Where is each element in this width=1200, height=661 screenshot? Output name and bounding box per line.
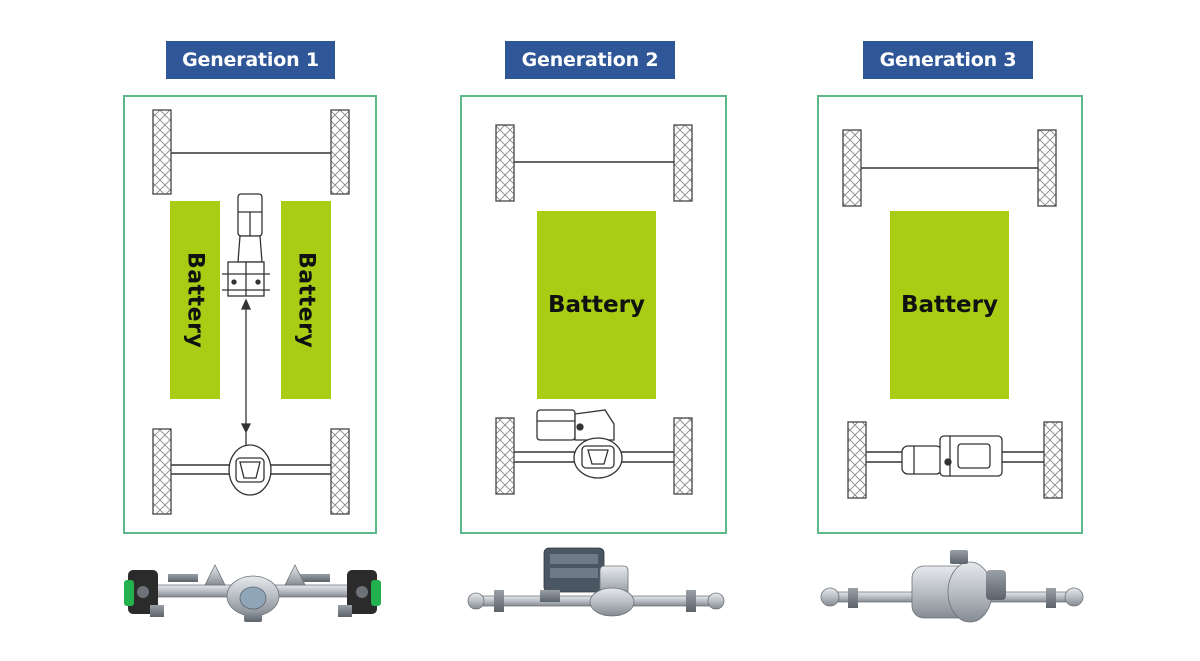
gen1-front-right-wheel [330,109,350,195]
generation-1-battery-right: Battery [281,201,331,399]
generation-1-front-axle [152,109,350,195]
gen2-rear-left-wheel [495,417,515,495]
gen2-front-right-wheel [673,124,693,202]
generation-1-chassis-frame [123,95,377,534]
generation-3-label-text: Generation 3 [879,49,1017,71]
gen3-front-left-wheel [842,129,862,207]
generation-2-label-text: Generation 2 [521,49,659,71]
gen3-rear-left-wheel [847,421,867,499]
gen1-front-left-wheel [152,109,172,195]
gen1-rear-right-wheel [330,428,350,515]
generation-1-axle-photo [124,564,381,622]
generation-3-chassis-frame [817,95,1083,534]
generation-3-integrated-e-axle [901,435,1003,477]
generation-2-rear-axle [495,417,693,495]
generation-1-rear-axle [152,428,350,515]
generation-1-battery-left: Battery [170,201,220,399]
generation-3-battery: Battery [890,211,1009,399]
generation-1-label: Generation 1 [166,41,335,79]
gen2-rear-right-wheel [673,417,693,495]
generation-2-label: Generation 2 [505,41,675,79]
generation-2-chassis-frame [460,95,727,534]
battery-label: Battery [901,292,998,318]
generation-2-battery: Battery [537,211,656,399]
generation-3-front-axle [842,129,1057,207]
gen1-rear-left-wheel [152,428,172,515]
generation-2-front-axle [495,124,693,202]
gen2-front-left-wheel [495,124,515,202]
generation-1-label-text: Generation 1 [182,49,319,71]
generation-3-label: Generation 3 [863,41,1033,79]
gen3-front-right-wheel [1037,129,1057,207]
battery-label: Battery [548,292,645,318]
generation-2-axle-motor-drivetrain [536,409,623,479]
generation-1-central-motor-driveshaft [222,193,272,496]
gen3-rear-right-wheel [1043,421,1063,499]
battery-label: Battery [182,251,208,349]
battery-label: Battery [293,251,319,349]
generation-3-axle-photo [820,550,1084,623]
generation-2-axle-photo [467,547,725,617]
